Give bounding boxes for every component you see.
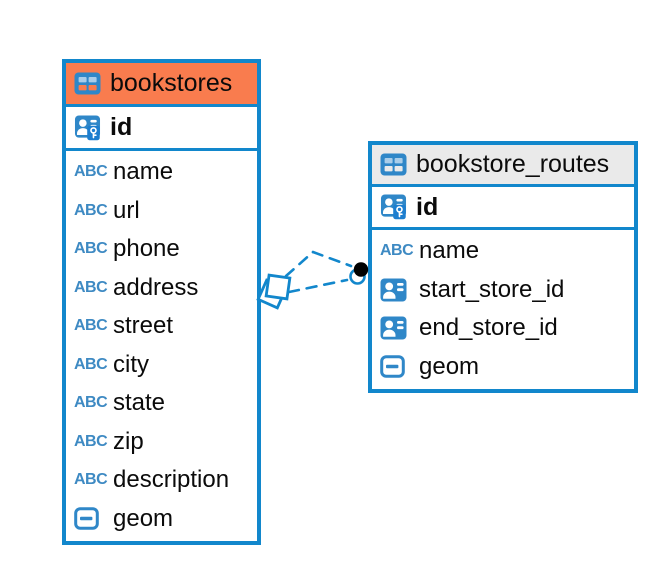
column-name: phone (113, 235, 180, 263)
column-name: url (113, 196, 140, 224)
table-bookstore-routes[interactable]: bookstore_routes id ABC name start_store… (368, 141, 638, 393)
relation-line[interactable] (287, 278, 349, 294)
table-header-bookstores[interactable]: bookstores (66, 63, 257, 107)
text-type-icon: ABC (74, 163, 108, 181)
table-name: bookstore_routes (416, 150, 610, 178)
column-name: city (113, 350, 149, 378)
column-row[interactable]: ABC state (66, 384, 257, 423)
primary-key-row[interactable]: id (66, 107, 257, 151)
column-row[interactable]: ABC url (66, 192, 257, 231)
column-name: description (113, 466, 230, 494)
column-row[interactable]: ABC description (66, 461, 257, 500)
relation-line[interactable] (284, 250, 353, 278)
table-bookstores[interactable]: bookstores id ABC name ABC url ABC phone… (62, 59, 261, 545)
columns-list: ABC name ABC url ABC phone ABC address A… (66, 151, 257, 541)
text-type-icon: ABC (74, 432, 108, 450)
text-type-icon: ABC (380, 242, 414, 260)
column-row[interactable]: geom (372, 348, 634, 387)
column-row[interactable]: start_store_id (372, 271, 634, 310)
column-name: end_store_id (419, 314, 558, 342)
text-type-icon: ABC (74, 317, 108, 335)
text-type-icon: ABC (74, 278, 108, 296)
column-row[interactable]: geom (66, 500, 257, 539)
column-row[interactable]: ABC city (66, 346, 257, 385)
columns-list: ABC name start_store_id end_store_id geo… (372, 230, 634, 389)
column-row[interactable]: ABC phone (66, 230, 257, 269)
column-name: name (419, 237, 480, 265)
column-name: id (110, 113, 133, 141)
column-name: start_store_id (419, 275, 565, 303)
column-name: geom (113, 504, 174, 532)
text-type-icon: ABC (74, 201, 108, 219)
column-name: state (113, 389, 166, 417)
table-name: bookstores (110, 69, 233, 97)
column-row[interactable]: ABC street (66, 307, 257, 346)
column-row[interactable]: ABC address (66, 269, 257, 308)
column-row[interactable]: ABC zip (66, 423, 257, 462)
column-row[interactable]: ABC name (372, 232, 634, 271)
column-name: name (113, 158, 174, 186)
text-type-icon: ABC (74, 355, 108, 373)
column-name: zip (113, 427, 144, 455)
text-type-icon: ABC (74, 240, 108, 258)
text-type-icon: ABC (74, 394, 108, 412)
text-type-icon: ABC (74, 471, 108, 489)
relation-source-marker-stacked-squares[interactable] (256, 273, 292, 310)
column-name: address (113, 273, 199, 301)
column-name: id (416, 192, 439, 221)
column-row[interactable]: end_store_id (372, 309, 634, 348)
primary-key-row[interactable]: id (372, 187, 634, 230)
relation-target-marker-filled-dot[interactable] (349, 262, 369, 285)
column-row[interactable]: ABC name (66, 153, 257, 192)
table-header-bookstore-routes[interactable]: bookstore_routes (372, 145, 634, 187)
column-name: street (113, 312, 174, 340)
column-name: geom (419, 352, 480, 380)
